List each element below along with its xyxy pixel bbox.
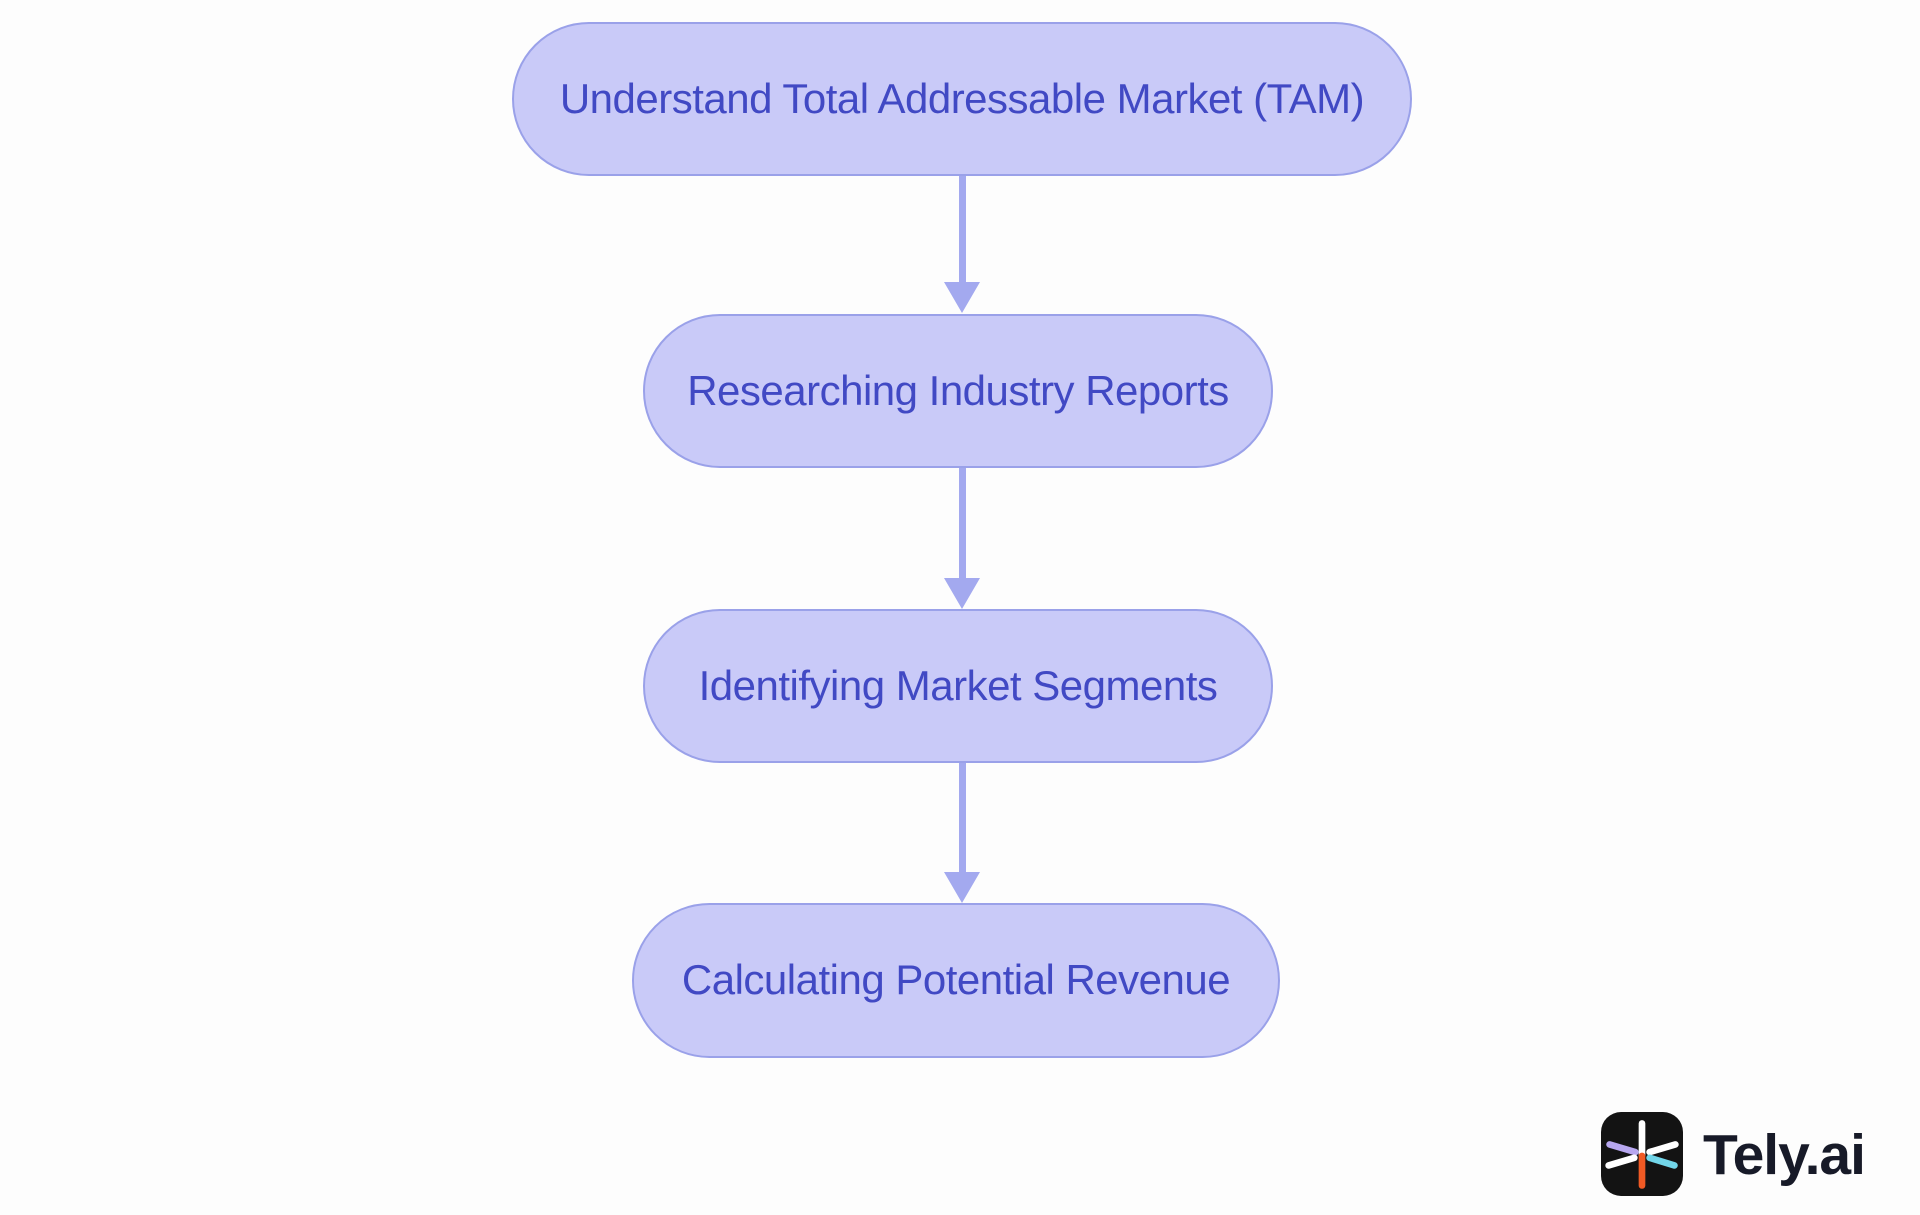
tely-wordmark: Tely.ai	[1703, 1122, 1866, 1187]
arrow-head-icon	[944, 578, 980, 609]
flow-node-research: Researching Industry Reports	[643, 314, 1273, 468]
connector-arrow	[944, 763, 980, 903]
flow-node-revenue: Calculating Potential Revenue	[632, 903, 1280, 1058]
tely-asterisk-icon	[1601, 1112, 1683, 1196]
connector-arrow	[944, 176, 980, 313]
flow-node-label: Researching Industry Reports	[687, 366, 1229, 414]
flow-node-label: Calculating Potential Revenue	[681, 956, 1231, 1004]
arrow-head-icon	[944, 872, 980, 903]
tely-logo: Tely.ai	[1601, 1112, 1866, 1196]
flow-node-label: Understand Total Addressable Market (TAM…	[559, 74, 1365, 122]
arrow-shaft	[958, 468, 966, 578]
flow-node-segments: Identifying Market Segments	[643, 609, 1273, 763]
flow-node-label: Identifying Market Segments	[698, 661, 1218, 709]
arrow-shaft	[958, 176, 966, 282]
arrow-head-icon	[944, 282, 980, 313]
flow-node-tam: Understand Total Addressable Market (TAM…	[512, 22, 1412, 176]
connector-arrow	[944, 468, 980, 609]
arrow-shaft	[958, 763, 966, 872]
